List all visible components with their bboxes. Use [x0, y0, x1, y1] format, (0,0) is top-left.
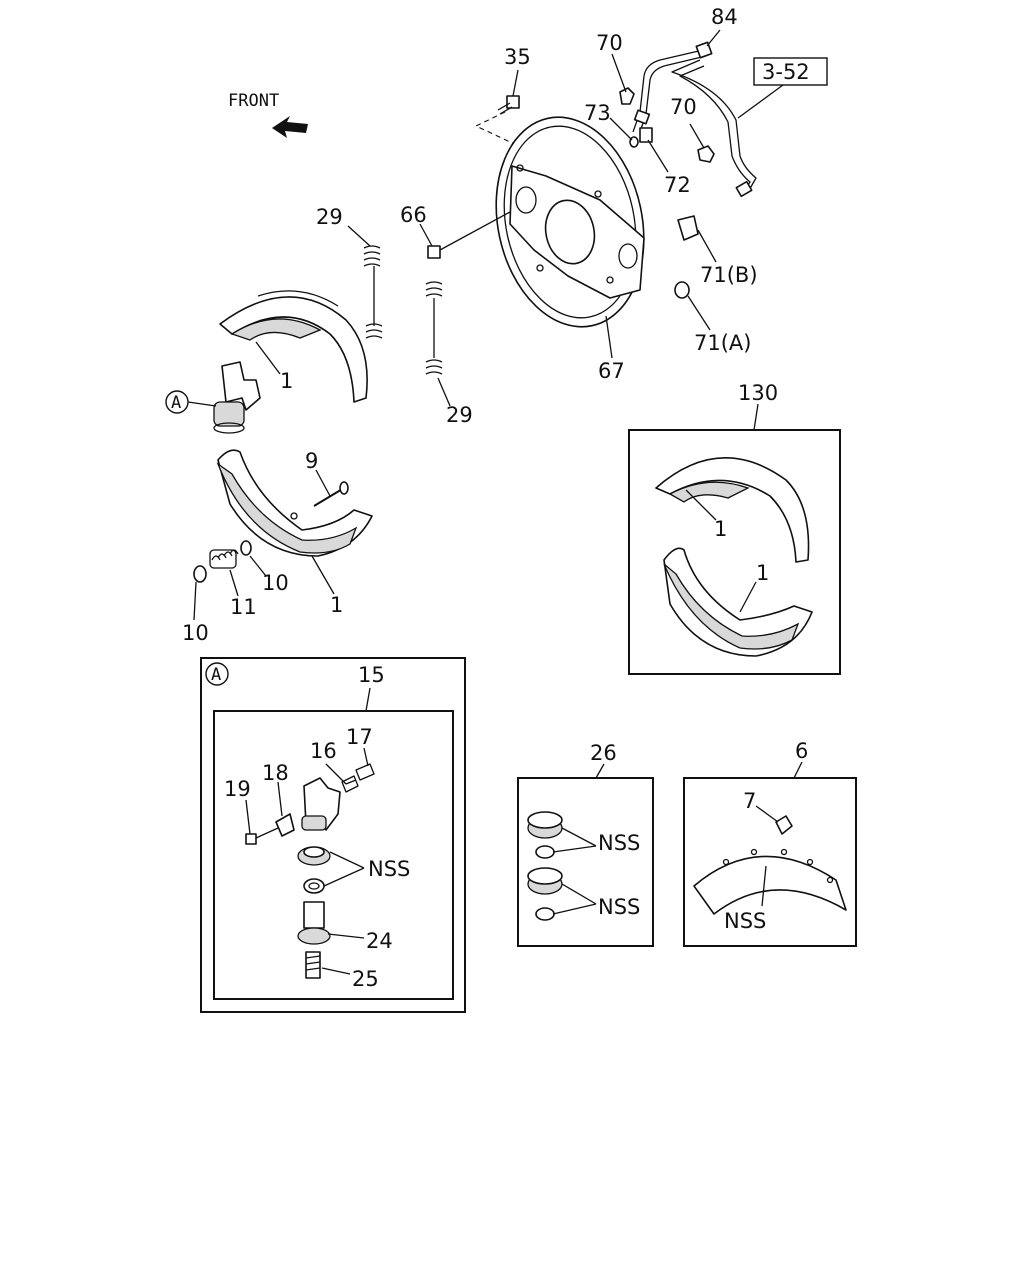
callout-19: 19	[224, 777, 251, 801]
callout-24: 24	[366, 929, 393, 953]
callout-16: 16	[310, 739, 337, 763]
marker-a-box: A	[205, 662, 229, 686]
reference-box: 3-52	[753, 57, 828, 86]
plug-71b	[677, 215, 699, 241]
union-72	[639, 127, 653, 143]
callout-18: 18	[262, 761, 289, 785]
callout-7: 7	[743, 789, 756, 813]
callout-71b: 71(B)	[700, 263, 758, 287]
marker-a-main-label: A	[171, 393, 181, 413]
callout-nss-26-upper: NSS	[598, 831, 640, 855]
washer-10-right	[240, 540, 252, 556]
callout-72: 72	[664, 173, 691, 197]
callout-29-upper: 29	[316, 205, 343, 229]
callout-84: 84	[711, 5, 738, 29]
washer-10-left	[193, 565, 207, 583]
callout-29-lower: 29	[446, 403, 473, 427]
callout-1-lower: 1	[330, 593, 343, 617]
front-arrow-icon	[272, 116, 308, 138]
callout-labels: 84 70 70 35 73 72 66 71(B) 71(A) 67 29 2…	[182, 5, 808, 991]
callout-9: 9	[305, 449, 318, 473]
brake-pipe	[632, 41, 757, 198]
detail-box-a	[200, 657, 466, 1013]
callout-10-right: 10	[262, 571, 289, 595]
callout-6: 6	[795, 739, 808, 763]
reference-label: 3-52	[762, 60, 810, 84]
callout-67: 67	[598, 359, 625, 383]
front-indicator: FRONT	[228, 91, 308, 138]
callout-26: 26	[590, 741, 617, 765]
callout-70-right: 70	[670, 95, 697, 119]
pipe-clip-70b	[697, 145, 715, 163]
callout-130: 130	[738, 381, 778, 405]
callout-25: 25	[352, 967, 379, 991]
plug-71a	[674, 281, 690, 299]
callout-17: 17	[346, 725, 373, 749]
marker-a-box-label: A	[211, 665, 221, 685]
callout-10-left: 10	[182, 621, 209, 645]
spring-11	[209, 549, 239, 569]
callout-70-upper: 70	[596, 31, 623, 55]
callout-71a: 71(A)	[694, 331, 751, 355]
callout-66: 66	[400, 203, 427, 227]
callout-11: 11	[230, 595, 257, 619]
callout-35: 35	[504, 45, 531, 69]
callout-1-upper: 1	[280, 369, 293, 393]
leader-lines	[187, 29, 803, 975]
callout-1-kit-lower: 1	[756, 561, 769, 585]
pipe-clip-70a	[619, 87, 635, 105]
callout-73: 73	[584, 101, 611, 125]
pin-9	[313, 481, 349, 507]
marker-a-main: A	[165, 390, 189, 414]
brake-shoe-1-lower	[216, 449, 373, 557]
front-label: FRONT	[228, 91, 279, 111]
brake-shoe-1-upper	[219, 290, 368, 403]
backing-plate-67	[495, 116, 645, 328]
callout-15: 15	[358, 663, 385, 687]
bolt-35	[474, 95, 541, 157]
adjuster-assembly-a	[213, 361, 261, 434]
kit-box-130	[628, 429, 841, 675]
kit-box-26	[517, 777, 654, 947]
callout-nss-15: NSS	[368, 857, 410, 881]
return-spring-29-lower	[425, 281, 443, 375]
callout-1-kit-upper: 1	[714, 517, 727, 541]
bolt-66	[427, 211, 511, 259]
callout-nss-26-lower: NSS	[598, 895, 640, 919]
return-spring-29-upper	[363, 245, 383, 339]
kit-box-6	[683, 777, 857, 947]
adjuster-parts-15	[245, 763, 375, 979]
callout-nss-6: NSS	[724, 909, 766, 933]
